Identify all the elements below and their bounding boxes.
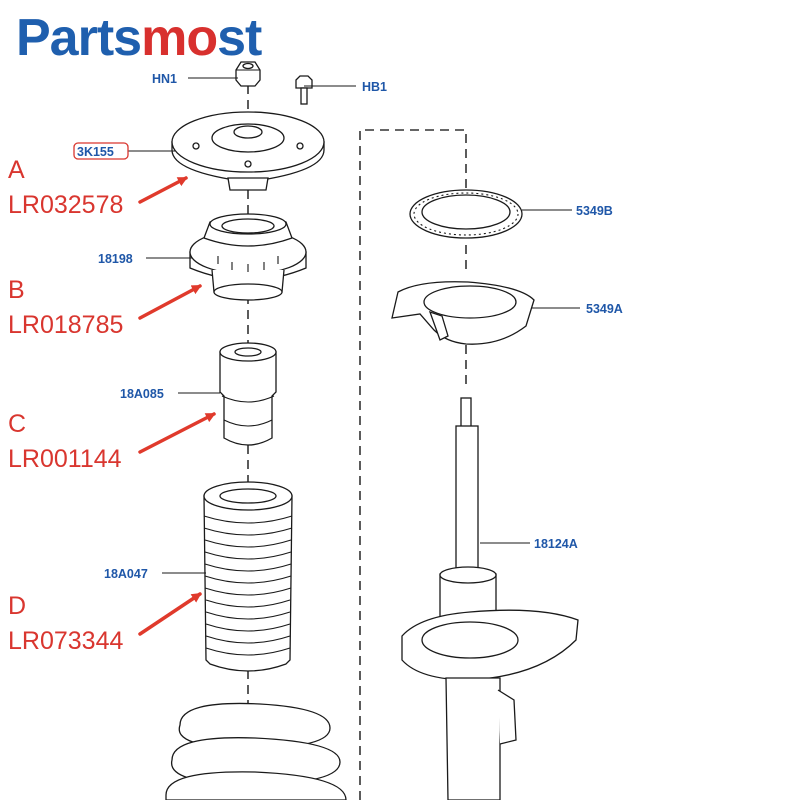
part-number-b: LR018785 xyxy=(8,311,123,339)
callout-5349b: 5349B xyxy=(576,204,613,218)
callout-3k155: 3K155 xyxy=(77,145,114,159)
callout-hb1: HB1 xyxy=(362,80,387,94)
part-number-c: LR001144 xyxy=(8,445,122,473)
callout-hn1: HN1 xyxy=(152,72,177,86)
part-number-d: LR073344 xyxy=(8,627,123,655)
bolt-hb1 xyxy=(295,75,313,105)
strut-assembly xyxy=(401,397,579,800)
part-letter-a: A xyxy=(8,156,25,184)
callout-18a085: 18A085 xyxy=(120,387,164,401)
brand-accent: mo xyxy=(141,9,218,67)
part-number-a: LR032578 xyxy=(8,191,123,219)
nut-hn1 xyxy=(235,61,261,87)
part-letter-d: D xyxy=(8,592,26,620)
callout-box-3k155 xyxy=(73,142,129,160)
assembly-lines xyxy=(247,85,467,800)
brand-prefix: Parts xyxy=(16,9,142,67)
leader-lines xyxy=(128,77,580,574)
brand-logo: Partsmost xyxy=(16,9,262,67)
callout-5349a: 5349A xyxy=(586,302,623,316)
coil-spring xyxy=(165,702,347,800)
part-letter-b: B xyxy=(8,276,25,304)
callout-18198: 18198 xyxy=(98,252,133,266)
red-arrows xyxy=(138,176,216,636)
part-letter-c: C xyxy=(8,410,26,438)
spring-seat-lower xyxy=(391,281,535,345)
brand-suffix: st xyxy=(217,9,262,67)
strut-bearing xyxy=(189,213,307,301)
top-mount xyxy=(171,111,325,191)
dust-boot xyxy=(203,481,293,672)
spring-seat-upper xyxy=(409,189,523,239)
callout-18124a: 18124A xyxy=(534,537,578,551)
bump-stop xyxy=(219,342,277,446)
callout-18a047: 18A047 xyxy=(104,567,148,581)
